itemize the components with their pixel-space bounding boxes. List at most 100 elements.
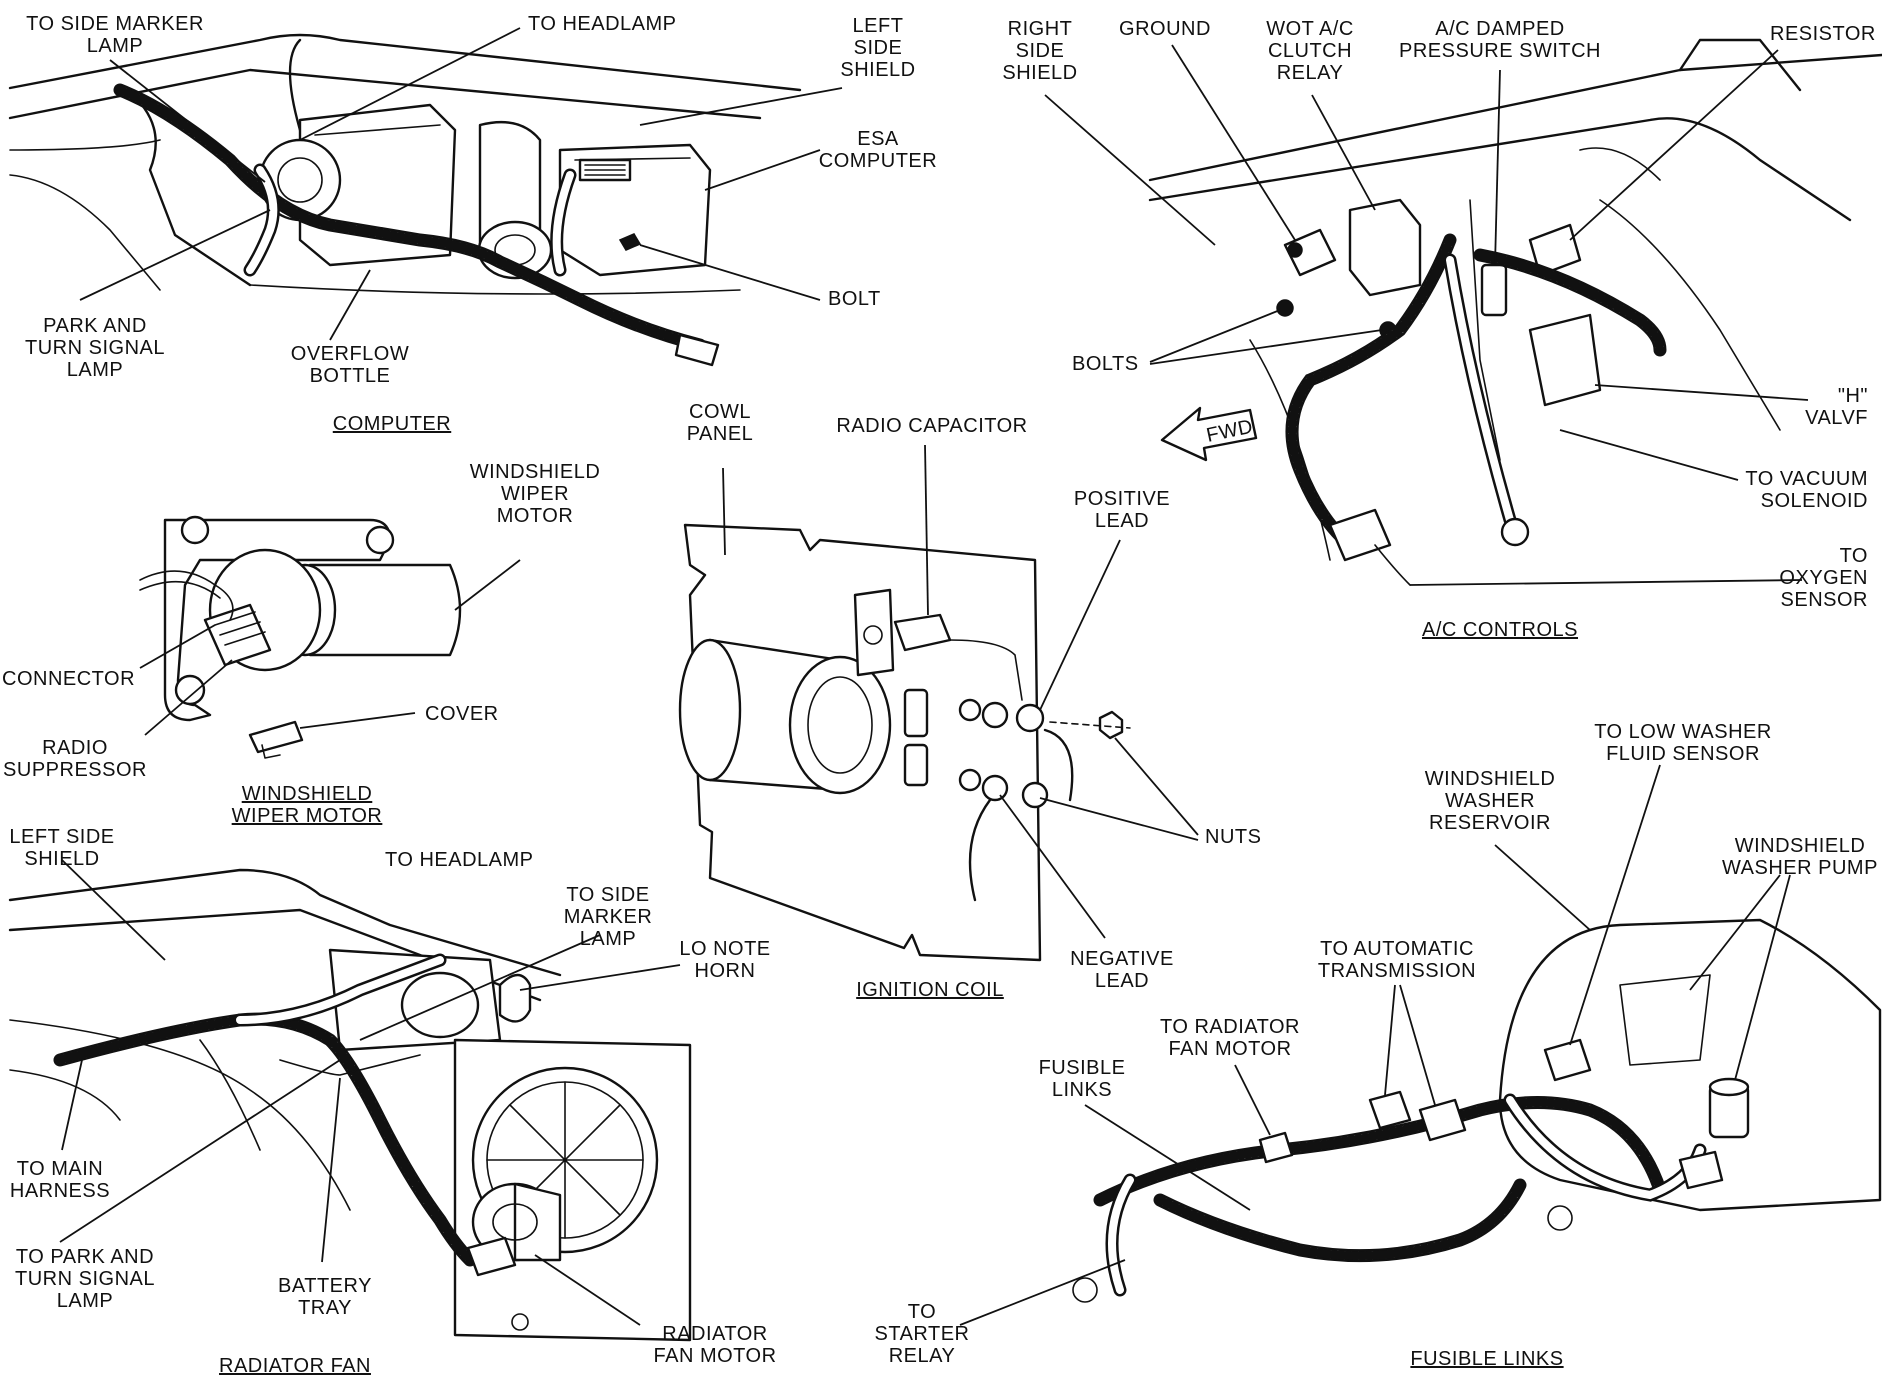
label-line: LEFT [853,15,904,37]
label-line: LO NOTE [679,938,770,960]
label-line: LEFT SIDE [9,826,114,848]
fusible-links-illustration [1072,918,1882,1303]
label-line: SIDE [1016,40,1065,62]
label-line: WASHER [1445,790,1535,812]
label-line: SHIELD [24,848,99,870]
label-line: TURN SIGNAL [25,337,165,359]
label-line: MARKER [564,906,653,928]
caption-ignition-coil: IGNITION COIL [856,979,1004,1001]
label-line: TRAY [298,1297,352,1319]
label-line: SUPPRESSOR [3,759,147,781]
leader-bolts-1 [1149,309,1281,363]
leader-pump-2 [1734,874,1791,1081]
leader-negative-lead [999,794,1106,939]
leader-park-turn-2 [59,1059,341,1243]
label-line: "H" [1838,385,1868,407]
leader-reservoir [1494,844,1591,931]
caption-computer: COMPUTER [333,413,451,435]
leader-auto-trans-1 [1384,984,1396,1096]
label-line: LEAD [1095,970,1149,992]
label-line: SIDE [854,37,903,59]
label-connector: CONNECTOR [2,668,135,690]
label-line: RELAY [889,1345,956,1367]
label-line: RESERVOIR [1429,812,1551,834]
leader-cover [299,712,416,729]
label-line: TO PARK AND [16,1246,154,1268]
leader-fan-motor [534,1254,641,1326]
label-line: HORN [695,960,756,982]
leader-side-marker [109,59,266,183]
label-line: MOTOR [497,505,574,527]
label-line: COWL [689,401,751,423]
label-line: TO HEADLAMP [385,849,534,871]
label-line: LEAD [1095,510,1149,532]
leader-fusible-links [1084,1104,1251,1211]
label-h-valve: "H"VALVF [1805,385,1868,429]
label-cover: COVER [425,703,499,725]
label-line: RELAY [1277,62,1344,84]
leader-connector [139,624,216,669]
label-line: BOTTLE [310,365,391,387]
leader-cowl-panel [722,467,726,556]
label-to-headlamp-2: TO HEADLAMP [385,849,534,871]
label-line: SHIELD [1002,62,1077,84]
label-line: WINDSHIELD [1425,768,1556,790]
leader-pump-1 [1689,874,1781,991]
label-line: NEGATIVE [1070,948,1174,970]
caption-radiator-fan: RADIATOR FAN [219,1355,371,1376]
label-line: WINDSHIELD [242,783,373,805]
label-line: VALVF [1805,407,1868,429]
leader-park-turn [79,209,271,301]
label-line: RIGHT [1008,18,1073,40]
label-line: SENSOR [1781,589,1868,611]
caption-fusible-links: FUSIBLE LINKS [1410,1348,1563,1370]
label-line: POSITIVE [1074,488,1170,510]
leader-oxygen-sensor [1409,579,1803,586]
label-line: WINDSHIELD [470,461,601,483]
leader-low-washer [1569,764,1661,1046]
label-line: BOLT [828,288,881,310]
label-line: COVER [425,703,499,725]
leader-vacuum-solenoid [1559,429,1739,481]
label-resistor: RESISTOR [1770,23,1876,45]
label-line: RADIATOR [662,1323,768,1345]
label-line: SHIELD [840,59,915,81]
leader-bolts-2 [1149,329,1383,365]
label-line: HARNESS [10,1180,110,1202]
label-line: LINKS [1052,1079,1112,1101]
leader-bolt [639,244,821,301]
ac-controls-illustration: FWD [1148,38,1882,586]
label-line: RADIO [42,737,108,759]
label-line: WIPER MOTOR [232,805,383,827]
leader-ground [1171,44,1296,241]
label-line: A/C DAMPED [1435,18,1564,40]
label-radio-capacitor: RADIO CAPACITOR [836,415,1027,437]
label-line: RESISTOR [1770,23,1876,45]
label-line: LAMP [580,928,636,950]
leader-radio-capacitor [924,444,929,616]
leader-left-side-shield [639,87,843,126]
